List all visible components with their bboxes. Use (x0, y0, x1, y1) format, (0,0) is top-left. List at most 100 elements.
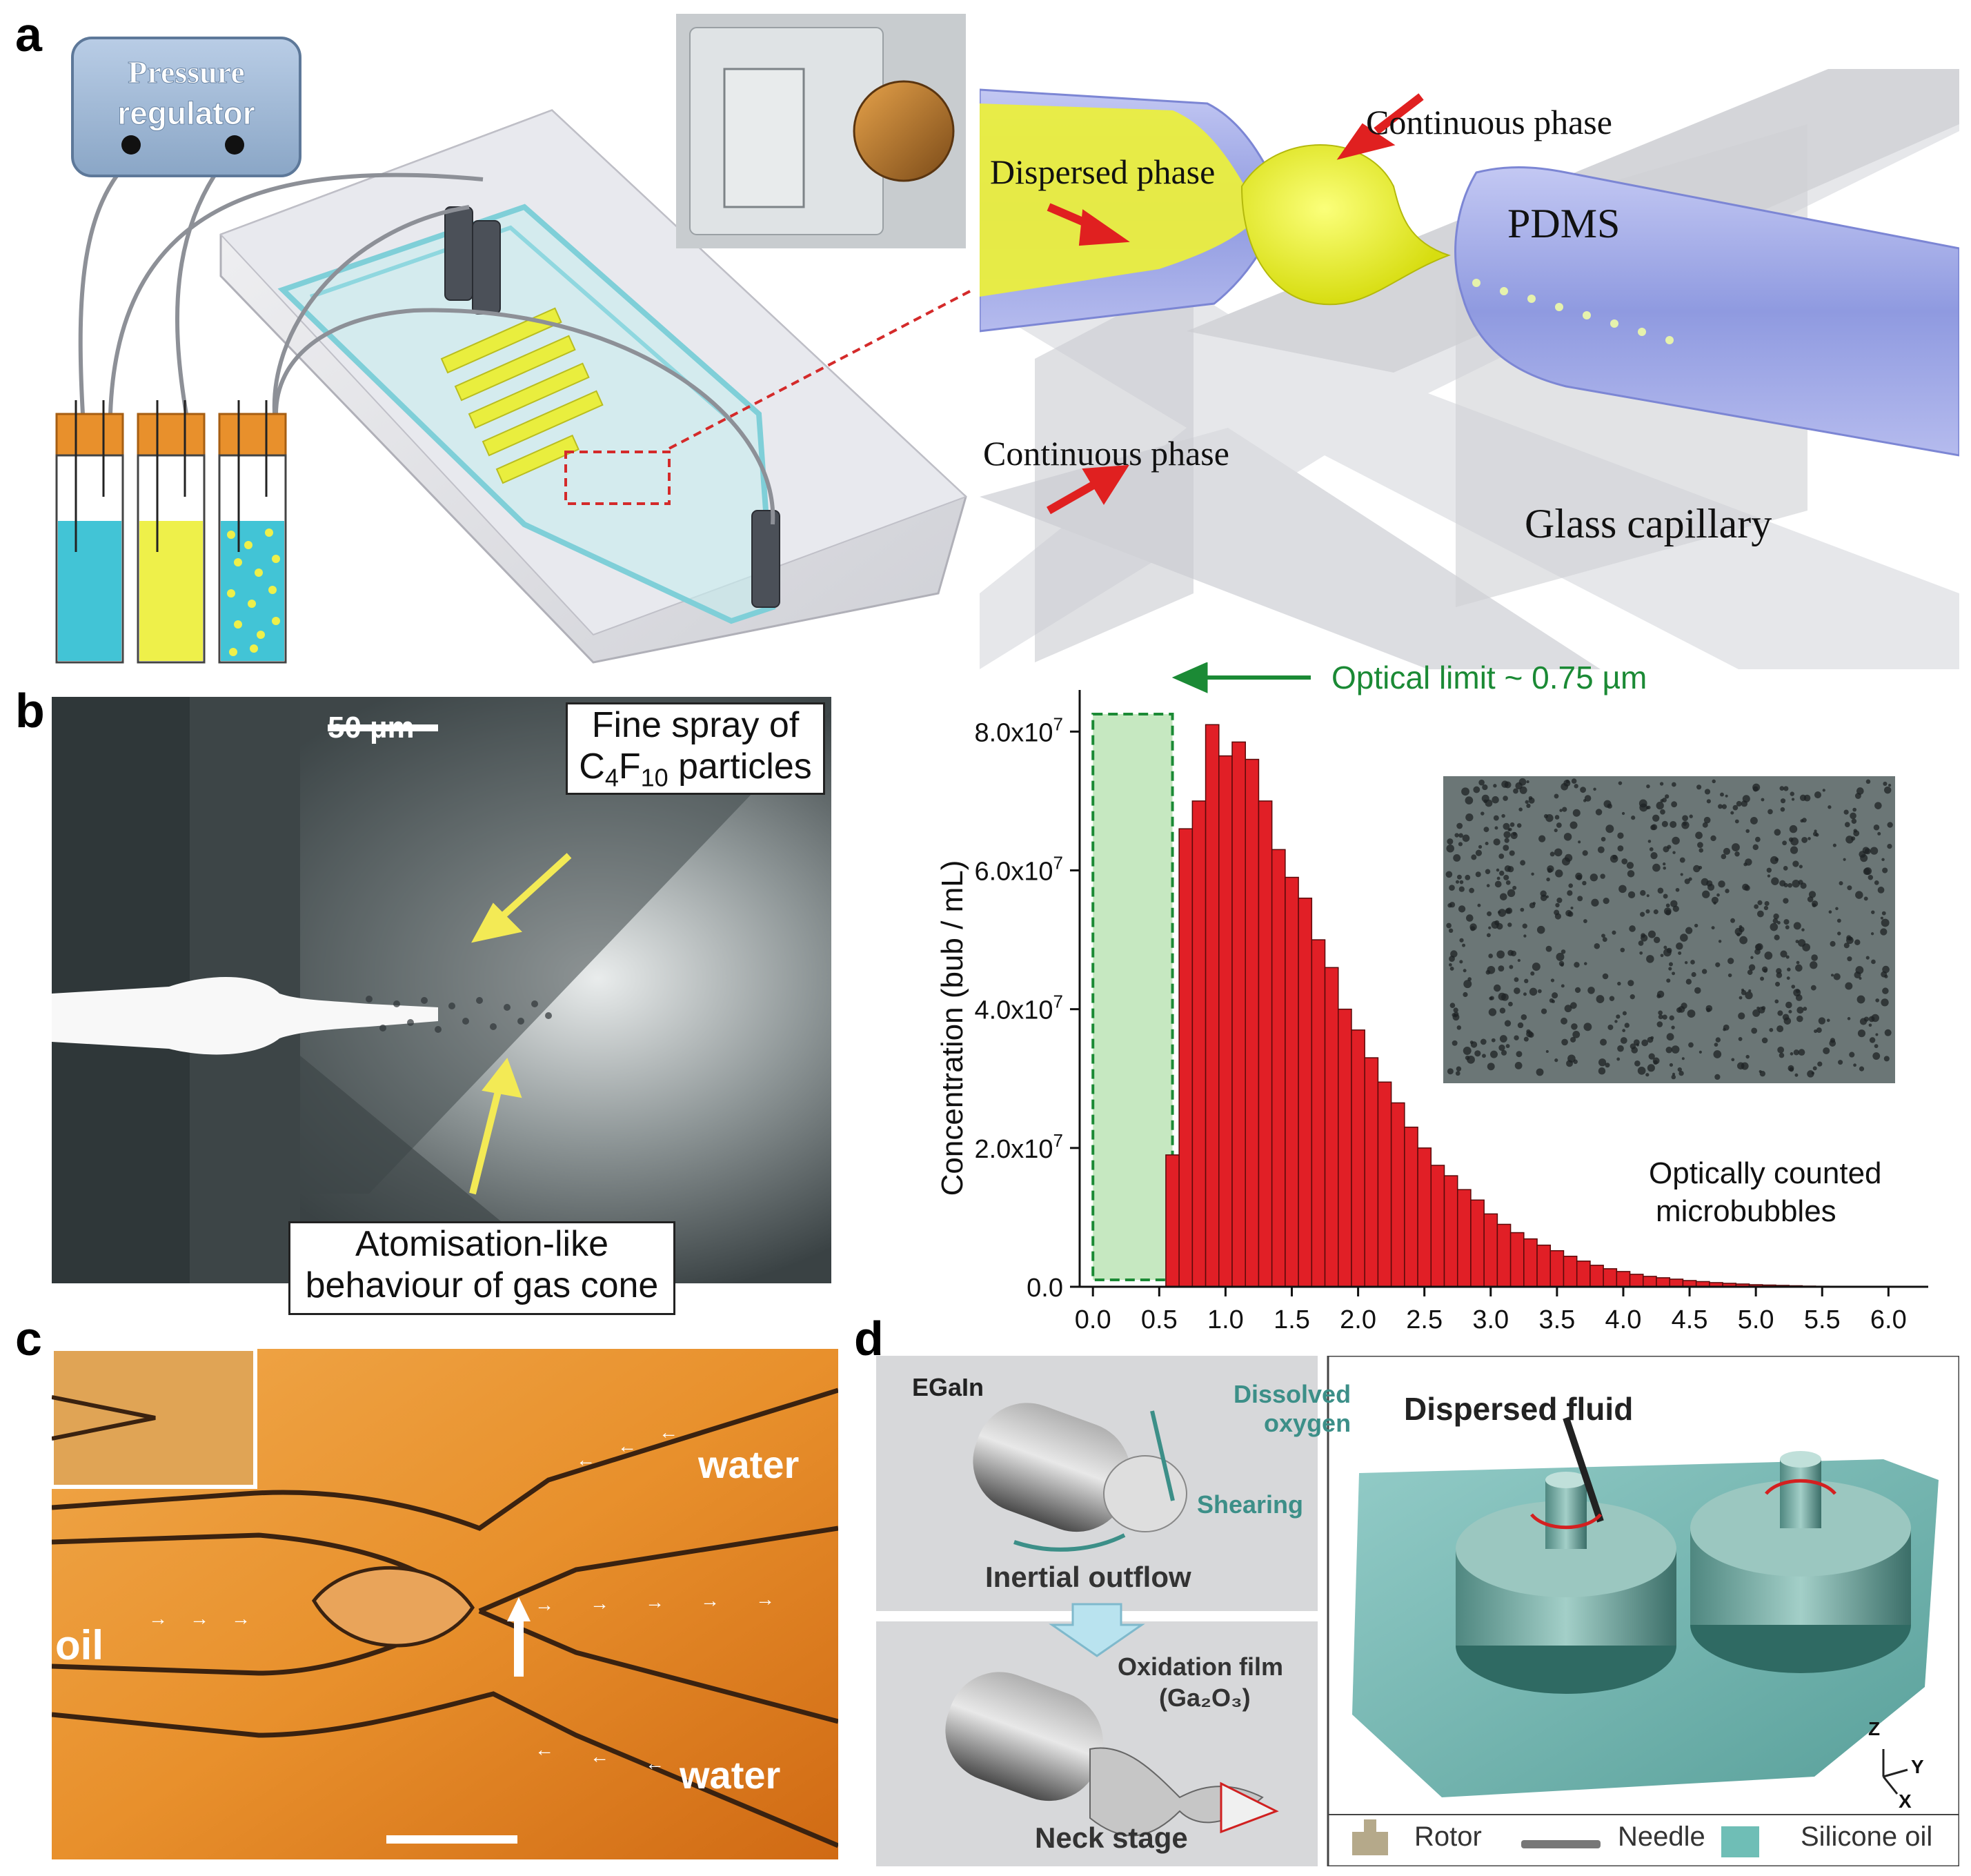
inset-bubble (1680, 873, 1683, 876)
y-tick-label: 4.0x107 (974, 991, 1063, 1025)
inset-bubble (1684, 960, 1688, 965)
inset-bubble (1446, 844, 1454, 853)
inset-bubble (1536, 1068, 1544, 1076)
inset-bubble (1815, 833, 1819, 837)
inset-bubble (1549, 998, 1554, 1003)
inset-bubble (1459, 880, 1464, 885)
inset-bubble (1496, 868, 1500, 872)
inset-bubble (1545, 1049, 1549, 1053)
x-tick-label: 1.0 (1207, 1305, 1244, 1334)
inset-bubble (1770, 922, 1779, 931)
inset-bubble (1847, 1017, 1851, 1020)
inset-bubble (1759, 1070, 1766, 1077)
inset-bubble (1796, 1015, 1803, 1023)
inset-bubble (1666, 978, 1671, 983)
inset-bubble (1870, 847, 1879, 855)
inset-bubble (1448, 928, 1454, 934)
inset-bubble (1845, 982, 1853, 990)
histogram-bar (1377, 1081, 1392, 1287)
histogram-bar (1218, 755, 1233, 1287)
inset-bubble (1838, 1060, 1843, 1065)
inset-bubble (1669, 962, 1673, 967)
inset-bubble (1706, 799, 1711, 804)
inset-bubble (1510, 831, 1518, 840)
inset-bubble (1839, 881, 1843, 886)
inset-bubble (1493, 784, 1497, 788)
water-bottom-label: water (680, 1753, 781, 1797)
inset-bubble (1465, 796, 1474, 804)
inset-bubble (1622, 1029, 1626, 1032)
inset-bubble (1817, 1061, 1823, 1067)
fine-spray-line1: Fine spray of (591, 705, 800, 745)
inset-bubble (1663, 862, 1666, 866)
inset-bubble (1782, 840, 1787, 846)
inset-bubble (1593, 787, 1596, 791)
inset-bubble (1618, 781, 1623, 785)
histogram-bar (1245, 758, 1260, 1287)
x-tick-label: 3.0 (1472, 1305, 1509, 1334)
inset-bubble (1514, 987, 1521, 994)
inset-bubble (1851, 836, 1856, 841)
inset-bubble (1772, 918, 1779, 924)
inset-bubble (1453, 853, 1461, 862)
inset-bubble (1661, 820, 1668, 827)
inset-bubble (1828, 910, 1832, 914)
inset-bubble (1574, 784, 1578, 789)
inset-bubble (1811, 954, 1818, 961)
inset-bubble (1723, 1027, 1726, 1031)
inset-bubble (1730, 918, 1736, 923)
inset-bubble (1874, 802, 1882, 809)
inset-bubble (1657, 887, 1664, 894)
x-tick-label: 6.0 (1870, 1305, 1907, 1334)
inset-bubble (1522, 923, 1527, 929)
inset-bubble (1706, 1007, 1711, 1013)
panel-b-microscope-image (52, 697, 831, 1283)
inset-bubble (1616, 1057, 1621, 1061)
inset-bubble (1713, 1050, 1722, 1058)
inset-bubble (1773, 913, 1779, 920)
inset-bubble (1597, 846, 1605, 853)
panel-a-setup-diagram: Pressure regulator (55, 14, 973, 664)
inset-bubble (1863, 867, 1870, 876)
inset-bubble (1811, 1072, 1814, 1075)
inset-bubble (1748, 964, 1756, 971)
inset-bubble (1856, 995, 1865, 1004)
inset-bubble (1601, 836, 1606, 842)
inset-bubble (1723, 847, 1731, 856)
optical-limit-arrow (1171, 662, 1311, 693)
inset-bubble (1503, 796, 1508, 801)
inset-bubble (1752, 786, 1759, 792)
inset-bubble (1847, 885, 1852, 891)
inset-bubble (1501, 780, 1509, 788)
inset-bubble (1485, 869, 1491, 874)
inset-bubble (1854, 971, 1861, 979)
inset-bubble (1793, 1049, 1800, 1056)
inset-bubble (1711, 926, 1715, 930)
inset-bubble (1775, 981, 1781, 987)
inset-bubble (1854, 793, 1861, 799)
inset-bubble (1594, 942, 1601, 949)
inset-bubble (1783, 866, 1788, 871)
inset-bubble (1771, 877, 1779, 885)
inset-bubble (1529, 987, 1538, 996)
optical-limit-box (1091, 713, 1174, 1281)
inset-bubble (1658, 1010, 1663, 1016)
histogram-bar (1509, 1232, 1525, 1287)
inset-bubble (1874, 880, 1879, 885)
inset-bubble (1801, 928, 1805, 931)
inset-bubble (1730, 811, 1734, 815)
inset-bubble (1520, 907, 1525, 912)
inset-bubble (1701, 878, 1709, 886)
inset-bubble (1647, 1064, 1655, 1072)
inset-bubble (1800, 882, 1807, 889)
inset-bubble (1660, 799, 1664, 803)
inset-bubble (1459, 938, 1464, 942)
x-tick-label: 5.0 (1738, 1305, 1774, 1334)
inset-bubble (1669, 1015, 1674, 1021)
inset-bubble (1492, 796, 1499, 804)
inset-bubble (1538, 835, 1546, 842)
inset-bubble (1564, 1005, 1572, 1013)
inset-bubble (1478, 779, 1485, 786)
inset-bubble (1721, 804, 1727, 809)
